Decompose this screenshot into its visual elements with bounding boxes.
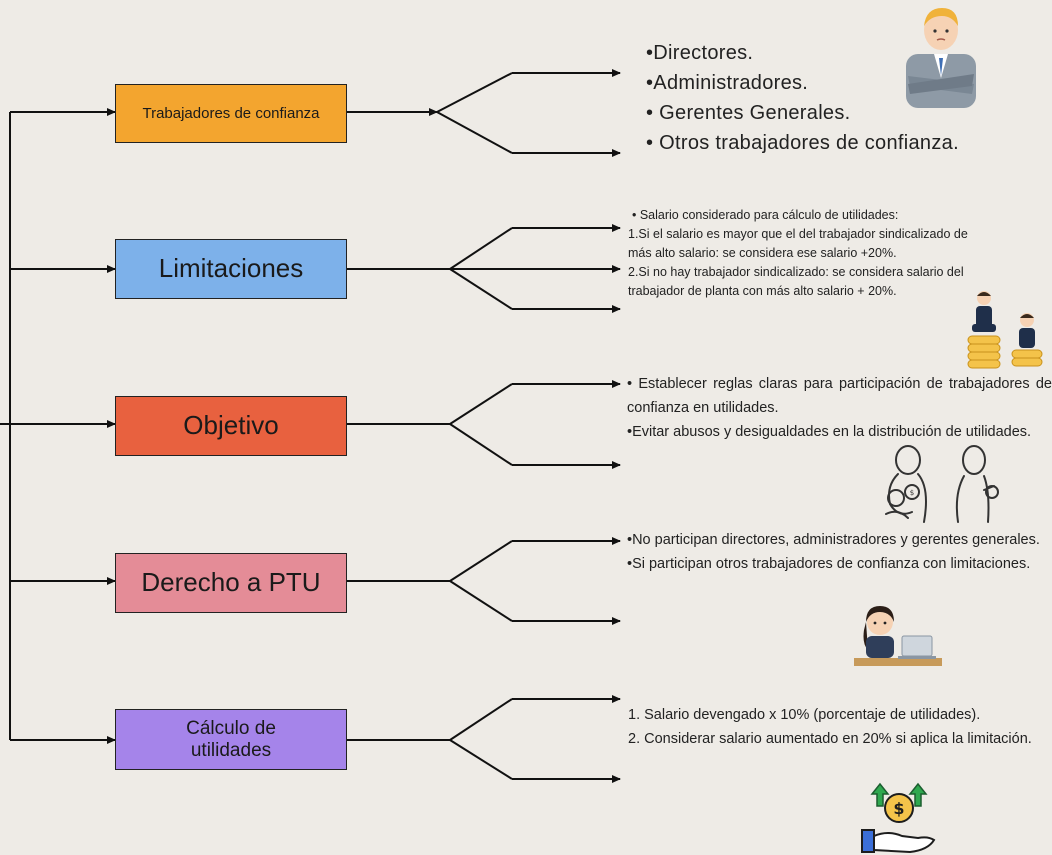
- details-limitaciones: • Salario considerado para cálculo de ut…: [628, 206, 1048, 301]
- detail-item: • Salario considerado para cálculo de ut…: [632, 208, 899, 222]
- detail-item: 1.Si el salario es mayor que el del trab…: [628, 227, 968, 241]
- detail-item: • Establecer reglas claras para particip…: [627, 376, 1052, 416]
- detail-item: •Si participan otros trabajadores de con…: [627, 556, 1031, 572]
- detail-item: •Evitar abusos y desigualdades en la dis…: [627, 424, 1032, 440]
- fan-connector-1: [347, 69, 621, 157]
- category-label: Derecho a PTU: [141, 567, 321, 598]
- office-worker-laptop-icon: [854, 606, 942, 666]
- people-with-money-bags-icon: $: [885, 445, 999, 523]
- category-box-limitaciones: Limitaciones: [115, 239, 347, 299]
- detail-item: 1. Salario devengado x 10% (porcentaje d…: [628, 707, 981, 723]
- fan-connector-5: [347, 695, 621, 783]
- fan-connector-3: [347, 380, 621, 469]
- detail-item: •No participan directores, administrador…: [627, 532, 1040, 548]
- workers-on-coin-stacks-icon: [967, 291, 1043, 369]
- detail-item: •Administradores.: [646, 72, 809, 94]
- category-box-objetivo: Objetivo: [115, 396, 347, 456]
- fan-connector-2: [347, 224, 621, 313]
- svg-text:$: $: [893, 799, 904, 818]
- detail-item: trabajador de planta con más alto salari…: [628, 284, 897, 298]
- details-objetivo: • Establecer reglas claras para particip…: [627, 372, 1052, 444]
- details-derecho-ptu: •No participan directores, administrador…: [627, 528, 1052, 576]
- businessman-crossed-arms-icon: [906, 8, 976, 108]
- detail-item: •Directores.: [646, 42, 754, 64]
- detail-item: más alto salario: se considera ese salar…: [628, 246, 897, 260]
- detail-item: 2. Considerar salario aumentado en 20% s…: [628, 731, 1032, 747]
- svg-text:$: $: [910, 489, 914, 497]
- hand-coin-growth-arrows-icon: $: [861, 782, 936, 854]
- detail-item: • Gerentes Generales.: [646, 102, 851, 124]
- category-label: Objetivo: [183, 410, 279, 441]
- detail-item: 2.Si no hay trabajador sindicalizado: se…: [628, 265, 964, 279]
- category-label: Trabajadores de confianza: [142, 104, 320, 122]
- details-calculo: 1. Salario devengado x 10% (porcentaje d…: [628, 703, 1050, 751]
- category-box-trabajadores: Trabajadores de confianza: [115, 84, 347, 143]
- fan-connector-4: [347, 537, 621, 625]
- details-trabajadores: •Directores. •Administradores. • Gerente…: [640, 38, 1040, 158]
- category-box-derecho-ptu: Derecho a PTU: [115, 553, 347, 613]
- detail-item: • Otros trabajadores de confianza.: [646, 132, 959, 154]
- category-box-calculo: Cálculo de utilidades: [115, 709, 347, 770]
- category-label: Cálculo de utilidades: [186, 717, 276, 761]
- category-label: Limitaciones: [158, 253, 304, 284]
